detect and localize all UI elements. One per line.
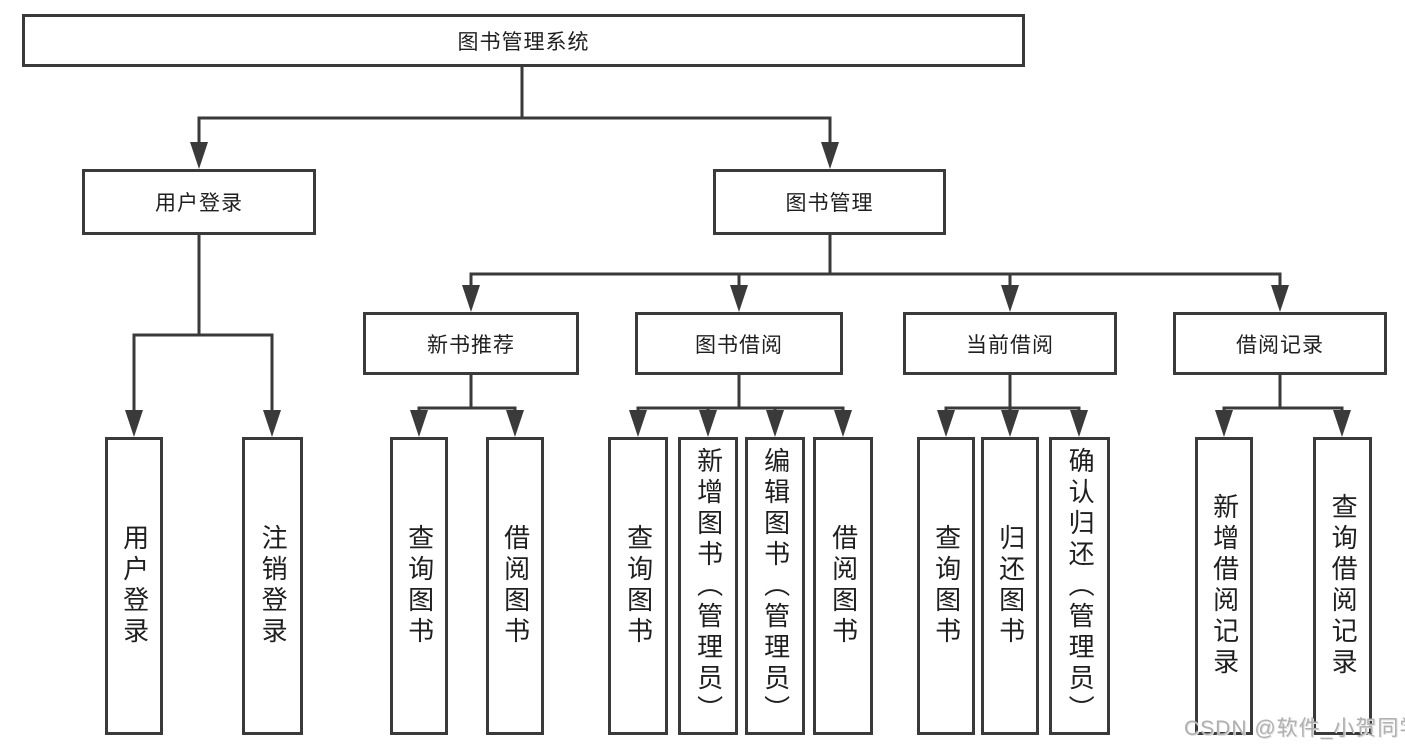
leaf-borrow-books-recommend-label: 借阅图书 xyxy=(500,524,531,648)
leaf-add-borrow-record: 新增借阅记录 xyxy=(1195,437,1253,735)
leaf-edit-book-admin-label: 编辑图书（管理员） xyxy=(760,446,791,726)
leaf-add-book-admin-label: 新增图书（管理员） xyxy=(693,446,724,726)
node-new-book-recommend: 新书推荐 xyxy=(363,312,579,375)
leaf-borrow-books-recommend: 借阅图书 xyxy=(486,437,544,735)
leaf-user-login-label: 用户登录 xyxy=(119,524,150,648)
leaf-query-books-current-label: 查询图书 xyxy=(931,524,962,648)
leaf-query-borrow-record: 查询借阅记录 xyxy=(1313,437,1372,735)
node-book-management-label: 图书管理 xyxy=(785,192,874,215)
leaf-query-borrow-record-label: 查询借阅记录 xyxy=(1328,493,1359,679)
leaf-add-borrow-record-label: 新增借阅记录 xyxy=(1209,493,1240,679)
node-current-borrowing: 当前借阅 xyxy=(903,312,1117,375)
leaf-return-book-label: 归还图书 xyxy=(995,524,1026,648)
leaf-return-book: 归还图书 xyxy=(981,437,1039,735)
leaf-query-books-current: 查询图书 xyxy=(917,437,975,735)
leaf-query-books-recommend: 查询图书 xyxy=(390,437,448,735)
node-book-borrowing: 图书借阅 xyxy=(635,312,843,375)
csdn-watermark: CSDN @软件_小贺同学 xyxy=(1184,717,1405,740)
leaf-borrow-books-borrowing-label: 借阅图书 xyxy=(828,524,859,648)
node-root-label: 图书管理系统 xyxy=(457,30,590,54)
node-borrowing-records: 借阅记录 xyxy=(1173,312,1387,375)
leaf-query-books-borrowing: 查询图书 xyxy=(608,437,668,735)
node-new-book-recommend-label: 新书推荐 xyxy=(427,333,515,357)
node-user-login: 用户登录 xyxy=(82,169,316,235)
leaf-query-books-borrowing-label: 查询图书 xyxy=(623,524,654,648)
leaf-confirm-return-admin: 确认归还（管理员） xyxy=(1049,437,1110,735)
arrowheads xyxy=(125,142,1351,437)
node-root-system: 图书管理系统 xyxy=(22,14,1025,67)
node-current-borrowing-label: 当前借阅 xyxy=(966,333,1054,357)
leaf-borrow-books-borrowing: 借阅图书 xyxy=(813,437,873,735)
leaf-add-book-admin: 新增图书（管理员） xyxy=(678,437,738,735)
leaf-logout-label: 注销登录 xyxy=(258,524,289,648)
leaf-confirm-return-admin-label: 确认归还（管理员） xyxy=(1065,446,1096,726)
leaf-logout: 注销登录 xyxy=(242,437,303,735)
leaf-edit-book-admin: 编辑图书（管理员） xyxy=(745,437,805,735)
node-borrowing-records-label: 借阅记录 xyxy=(1236,333,1324,357)
node-book-management: 图书管理 xyxy=(713,169,946,235)
leaf-user-login: 用户登录 xyxy=(105,437,163,735)
leaf-query-books-recommend-label: 查询图书 xyxy=(404,524,435,648)
node-user-login-label: 用户登录 xyxy=(155,192,243,215)
node-book-borrowing-label: 图书借阅 xyxy=(695,333,783,357)
